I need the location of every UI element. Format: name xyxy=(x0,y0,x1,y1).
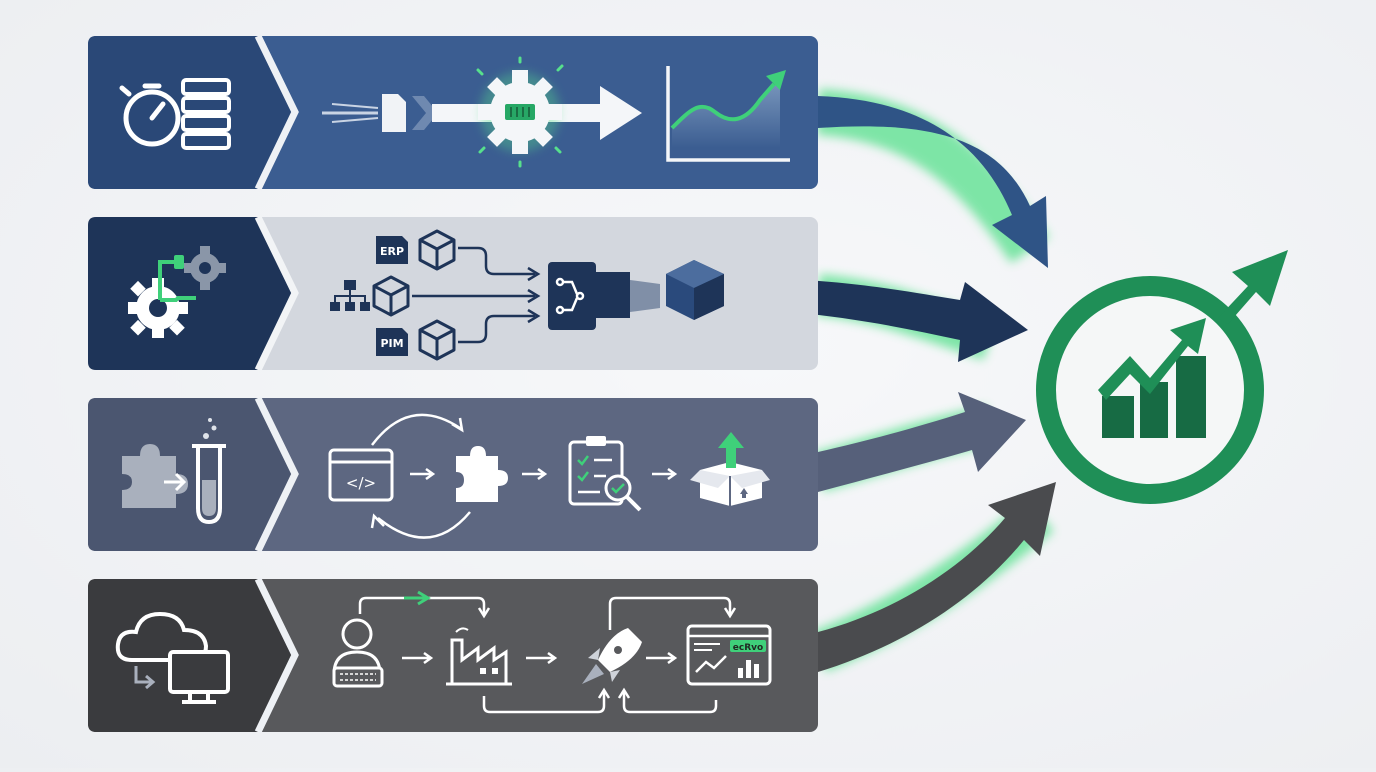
connector-arrow-1 xyxy=(818,96,1048,268)
row-deployment-pipeline: ecRvo xyxy=(88,577,818,734)
factory-icon xyxy=(446,627,512,686)
dashboard-icon: ecRvo xyxy=(686,624,772,686)
package-upload-icon xyxy=(690,432,770,506)
merge-lines xyxy=(412,246,541,344)
flow-lines xyxy=(358,596,737,714)
cloud-icon xyxy=(115,611,209,690)
test-tube-icon xyxy=(192,418,226,525)
puzzle-icon xyxy=(456,446,508,502)
dashboard-badge: ecRvo xyxy=(733,643,763,653)
monitor-icon xyxy=(168,650,230,704)
cycle-arrows xyxy=(370,413,471,539)
checklist-inspect-icon xyxy=(568,436,642,512)
developer-icon xyxy=(332,618,384,688)
code-window-icon: </> xyxy=(328,448,394,502)
rocket-icon xyxy=(582,628,642,684)
row-performance-pipeline xyxy=(88,34,818,191)
connector-arrow-4 xyxy=(818,482,1056,672)
server-stack-icon xyxy=(181,78,231,150)
connector-arrow-3 xyxy=(818,392,1026,492)
row-integration-pipeline: ERP PIM xyxy=(88,215,818,372)
processor-gear-icon xyxy=(476,56,564,168)
merge-hub-icon xyxy=(548,262,660,330)
erp-cube-icon: ERP xyxy=(376,229,456,271)
puzzle-left-icon xyxy=(122,444,188,508)
stopwatch-icon xyxy=(119,83,181,147)
output-cube-icon xyxy=(666,260,724,320)
svg-text:</>: </> xyxy=(346,474,376,492)
connector-arrows xyxy=(772,89,1056,672)
pim-label: PIM xyxy=(380,337,403,350)
row-2-chevron xyxy=(88,217,295,370)
erp-label: ERP xyxy=(380,245,404,258)
connector-arrow-2 xyxy=(772,278,1028,362)
plug-gears-icon xyxy=(128,246,226,338)
hierarchy-cube-icon xyxy=(330,275,410,317)
row-3-chevron xyxy=(88,398,295,551)
row-testing-pipeline: </> xyxy=(88,396,818,553)
pim-cube-icon: PIM xyxy=(376,319,456,361)
growth-target-icon xyxy=(1036,250,1288,504)
growth-chart-icon xyxy=(666,66,790,162)
